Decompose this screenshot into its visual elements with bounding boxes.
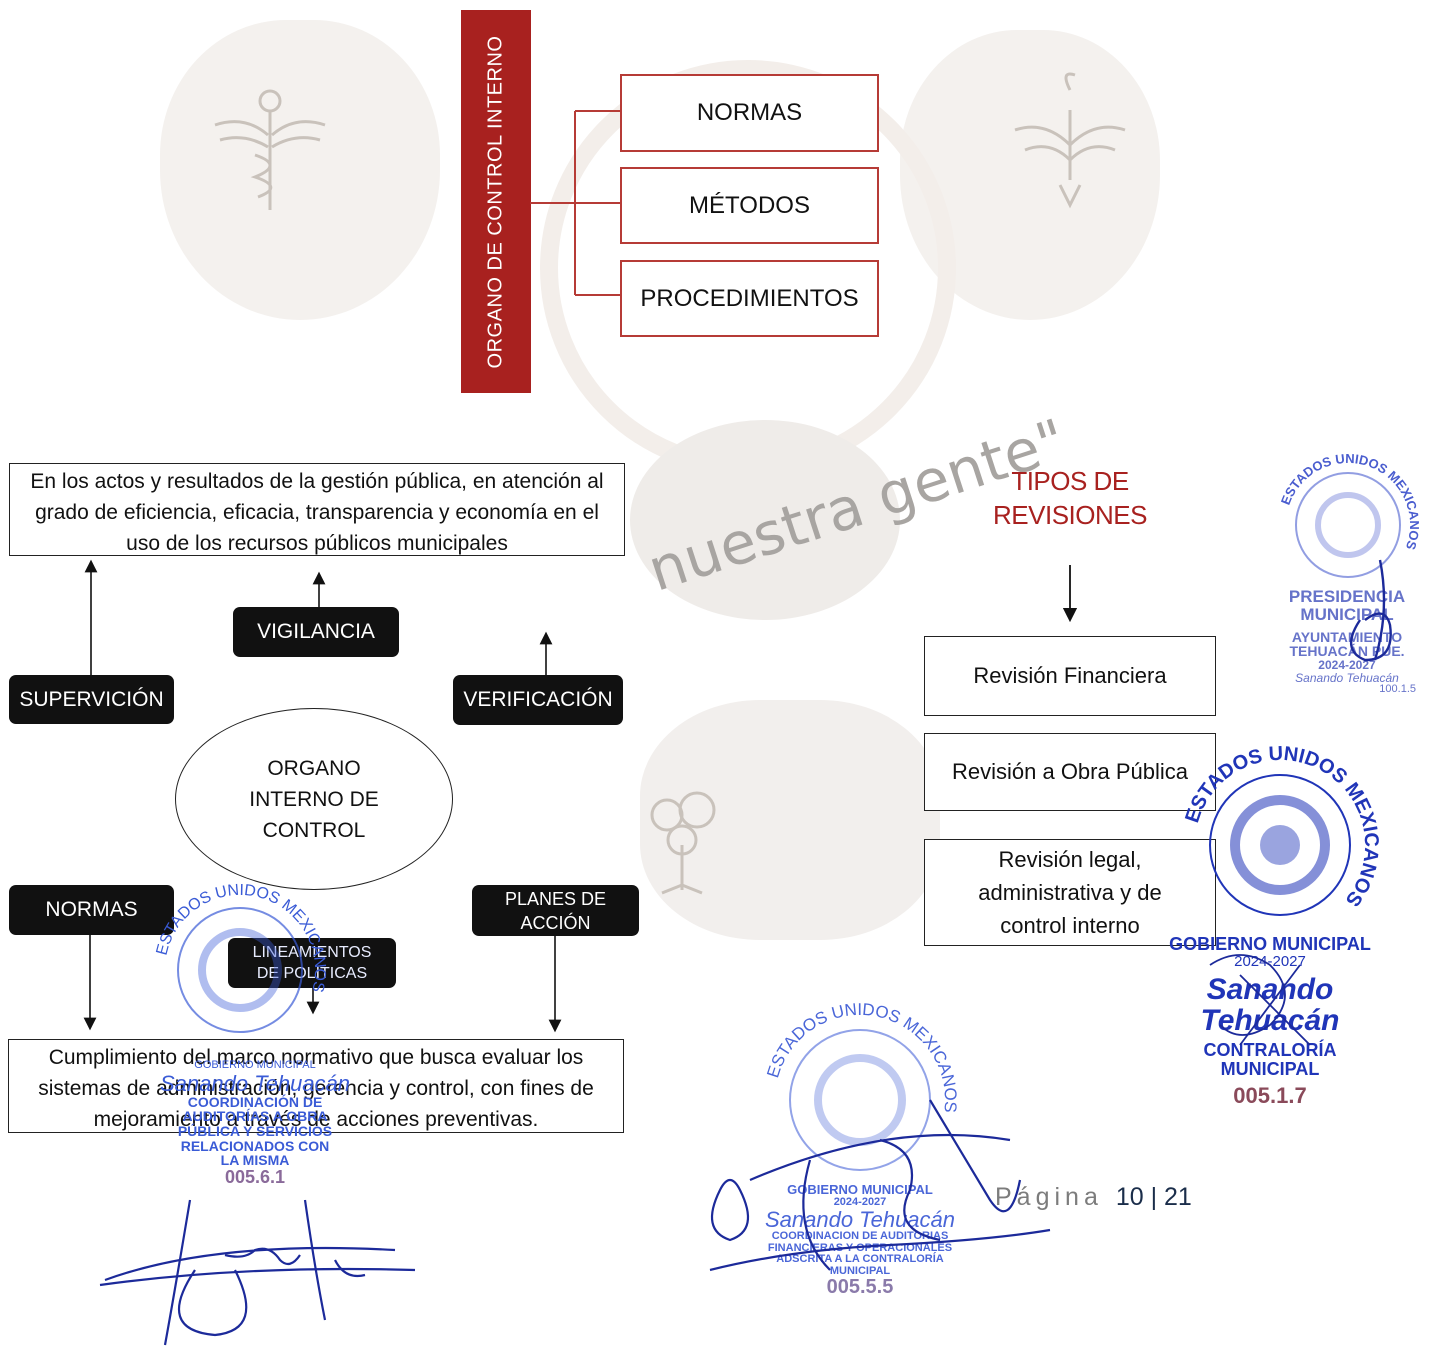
contraloria-stamp-text: GOBIERNO MUNICIPAL 2024-2027 Sanando Teh… [1150,935,1390,1108]
page-label: Página [995,1183,1103,1211]
planes-accion-label: PLANES DE ACCIÓN [472,885,639,936]
presidencia-line-6: Sanando Tehuacán [1295,670,1399,685]
coordinacion-financiera-line-3: Sanando Tehuacán [764,1207,956,1233]
organo-control-interno-bar: ORGANO DE CONTROL INTERNO [461,10,531,393]
coordinacion-obra-line-1: GOBIERNO MUNICIPAL [194,1059,316,1071]
tipos-revisiones-title: TIPOS DE REVISIONES [970,464,1170,532]
planes-line-2: ACCIÓN [520,912,591,933]
coordinacion-obra-line-6: RELACIONADOS CON [180,1137,330,1154]
ellipse-line-2: INTERNO DE [249,787,379,811]
contraloria-line-1: GOBIERNO MUNICIPAL [1169,934,1371,954]
signature-contraloria [1209,954,1311,1046]
coordinacion-obra-line-2: Sanando Tehuacán [159,1070,351,1096]
top-diagram-connectors [530,110,620,296]
watermark-left-shield [160,20,440,320]
signature-left [99,1199,416,1346]
presidencia-line-3: AYUNTAMIENTO [1291,628,1403,645]
caduceus-icon [214,89,326,210]
revision-obra-publica-box: Revisión a Obra Pública [924,733,1216,811]
tree-icon [650,791,716,895]
coordinacion-financiera-seal-icon: ESTADOS UNIDOS MEXICANOS [763,1000,960,1171]
signature-right [1350,559,1392,662]
coordinacion-financiera-line-7: MUNICIPAL [829,1264,891,1277]
coordinacion-obra-seal-icon: ESTADOS UNIDOS MEXICANOS [154,882,328,1033]
signature-center [709,1099,1051,1272]
ellipse-line-3: CONTROL [262,818,366,842]
contraloria-line-5: MUNICIPAL [1220,1058,1320,1079]
svg-text:ESTADOS UNIDOS MEXICANOS: ESTADOS UNIDOS MEXICANOS [1278,451,1422,552]
presidencia-line-7: 100.1.5 [1379,683,1416,696]
coordinacion-obra-line-8: 005.6.1 [224,1167,286,1188]
contraloria-line-4: CONTRALORÍA [1203,1039,1337,1060]
planes-line-1: PLANES DE [504,888,607,909]
supervicion-label: SUPERVICIÓN [9,675,174,724]
revisiones-arrow [1062,565,1078,623]
coordinacion-obra-line-3: COORDINACIÓN DE [187,1093,323,1110]
presidencia-line-2: MUNICIPAL [1300,604,1394,624]
coordinacion-financiera-line-1: GOBIERNO MUNICIPAL [787,1182,933,1197]
coordinacion-obra-line-4: AUDITORÍAS A OBRA [182,1108,328,1125]
revision-legal-box: Revisión legal, administrativa y de cont… [924,839,1216,946]
procedimientos-box: PROCEDIMIENTOS [620,260,879,337]
gestion-publica-box: En los actos y resultados de la gestión … [9,463,625,556]
lineamientos-label: LINEAMIENTOS DE POLITICAS [228,938,396,988]
watermark-lower-swoosh [630,420,900,620]
organo-control-interno-label: ORGANO DE CONTROL INTERNO [484,35,507,368]
coordinacion-obra-line-5: PÚBLICA Y SERVICIOS [177,1123,333,1140]
watermark-bottom-blob [640,700,940,940]
verificacion-label: VERIFICACIÓN [453,675,623,725]
normas-box: NORMAS [620,74,879,152]
presidencia-ring-text: ESTADOS UNIDOS MEXICANOS [1278,451,1422,552]
vigilancia-label: VIGILANCIA [233,607,399,657]
coordinacion-financiera-line-2: 2024-2027 [833,1195,887,1208]
page-number: 10 | 21 [1115,1183,1192,1211]
page-footer: Página 10 | 21 [995,1183,1192,1212]
cumplimiento-box: Cumplimiento del marco normativo que bus… [8,1039,624,1133]
contraloria-line-6: 005.1.7 [1233,1083,1307,1109]
title-line-2: REVISIONES [993,500,1147,530]
presidencia-line-1: PRESIDENCIA [1288,587,1406,606]
contraloria-seal-icon: ESTADOS UNIDOS MEXICANOS [1181,743,1382,916]
organo-interno-ellipse: ORGANO INTERNO DE CONTROL [175,708,453,890]
dove-icon [1014,72,1126,209]
coordinacion-financiera-line-4: COORDINACION DE AUDITORIAS [771,1230,949,1243]
presidencia-seal-icon: ESTADOS UNIDOS MEXICANOS [1278,451,1422,578]
contraloria-line-3: Sanando Tehuacán [1200,972,1340,1038]
revision-financiera-box: Revisión Financiera [924,636,1216,716]
metodos-box: MÉTODOS [620,167,879,244]
lineamientos-line-1: LINEAMIENTOS [252,944,372,961]
presidencia-line-5: 2024-2027 [1318,658,1376,673]
coordinacion-financiera-line-6: ADSCRITA A LA CONTRALORÍA [776,1253,944,1266]
coordinacion-obra-line-7: LA MISMA [220,1152,290,1169]
coordinacion-obra-stamp-text: GOBIERNO MUNICIPAL Sanando Tehuacán COOR… [140,1059,370,1188]
lineamientos-line-2: DE POLITICAS [256,965,368,982]
ellipse-line-1: ORGANO [267,756,361,780]
left-diagram-arrows [83,559,562,1033]
title-line-1: TIPOS DE [1011,466,1129,496]
coordinacion-financiera-line-8: 005.5.5 [826,1276,894,1299]
normas-label: NORMAS [9,885,174,935]
